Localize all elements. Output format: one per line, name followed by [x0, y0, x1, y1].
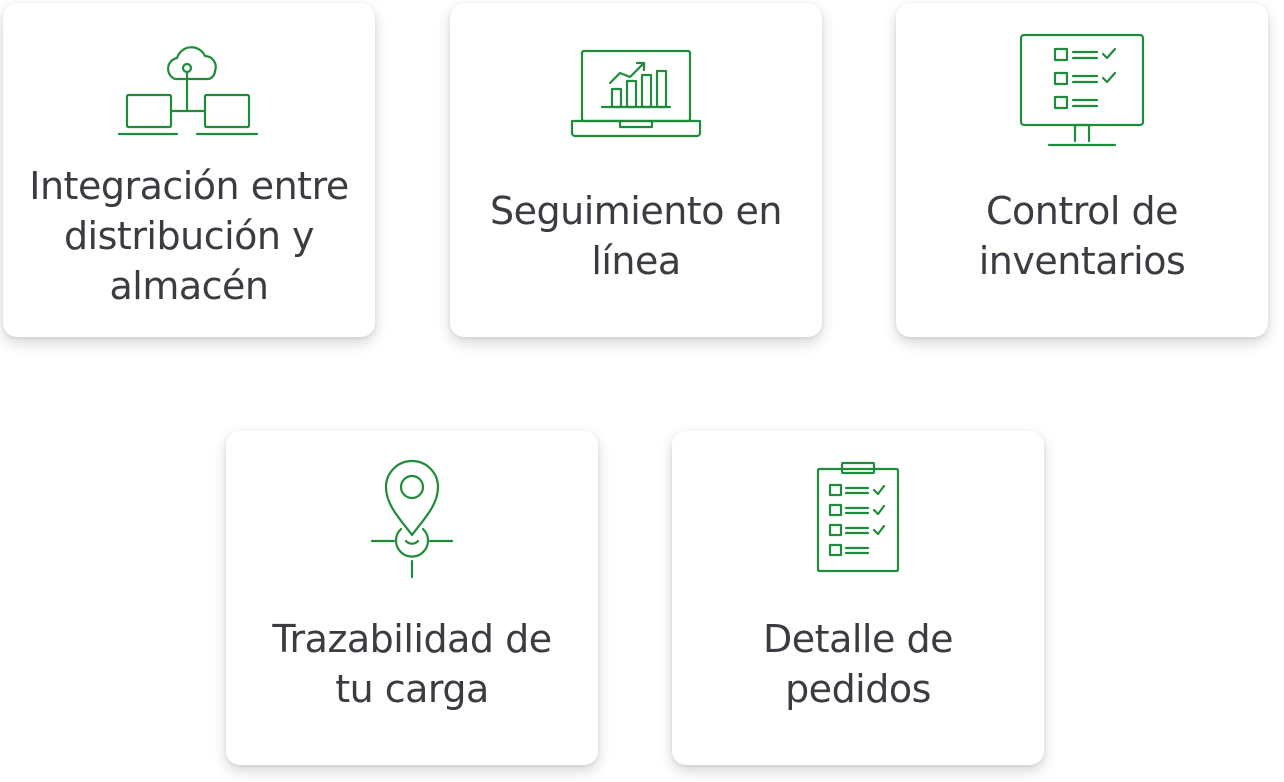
feature-label: Integración entre distribución y almacén	[13, 161, 365, 311]
feature-label-line: línea	[591, 239, 681, 283]
monitor-checklist-icon	[1019, 33, 1145, 149]
feature-label: Seguimiento en línea	[460, 186, 812, 286]
feature-label: Control de inventarios	[906, 186, 1258, 286]
feature-label-line: Detalle de	[763, 617, 953, 661]
feature-label-line: pedidos	[785, 667, 931, 711]
cloud-network-icon	[117, 43, 261, 139]
feature-card-pedidos: Detalle de pedidos	[672, 431, 1044, 765]
feature-card-integracion: Integración entre distribución y almacén	[3, 3, 375, 337]
feature-card-inventarios: Control de inventarios	[896, 3, 1268, 337]
feature-label-line: Seguimiento en	[490, 189, 783, 233]
feature-label-line: Trazabilidad de	[272, 617, 552, 661]
feature-label: Trazabilidad de tu carga	[236, 614, 588, 714]
clipboard-checklist-icon	[816, 461, 900, 573]
feature-label-line: distribución y	[63, 214, 315, 258]
laptop-chart-icon	[570, 49, 702, 141]
feature-card-seguimiento: Seguimiento en línea	[450, 3, 822, 337]
feature-label-line: Control de	[986, 189, 1178, 233]
feature-label-line: inventarios	[978, 239, 1186, 283]
feature-label: Detalle de pedidos	[682, 614, 1034, 714]
feature-label-line: almacén	[109, 264, 269, 308]
feature-label-line: tu carga	[335, 667, 489, 711]
feature-card-trazabilidad: Trazabilidad de tu carga	[226, 431, 598, 765]
location-pin-icon	[370, 457, 454, 581]
feature-label-line: Integración entre	[29, 164, 349, 208]
